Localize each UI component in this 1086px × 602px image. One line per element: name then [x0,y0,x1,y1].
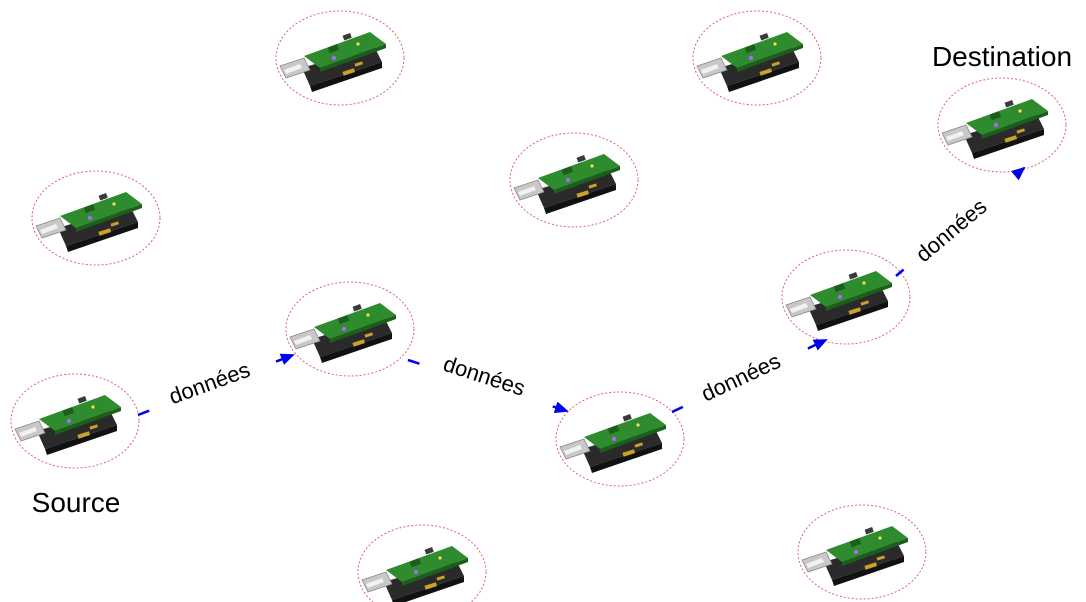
node-hop-1 [285,281,415,377]
node-idle [357,524,487,602]
node-hop-3 [781,249,911,345]
sensor-mote-icon [509,132,639,228]
sensor-mote-icon [692,10,822,106]
sensor-mote-icon [937,77,1067,173]
link-source-hop1: données [137,353,295,417]
source-label: Source [32,487,121,518]
sensor-mote-icon [10,373,140,469]
link-hop3-dest: données [895,166,1026,277]
sensor-mote-icon [31,170,161,266]
sensor-mote-icon [797,504,927,600]
node-destination [937,77,1067,173]
node-idle [692,10,822,106]
link-label: données [440,351,528,401]
link-label: données [697,348,784,406]
node-idle [797,504,927,600]
sensor-mote-icon [275,10,405,106]
sensor-mote-icon [285,281,415,377]
link-hop1-hop2: données [407,351,569,414]
node-idle [275,10,405,106]
node-hop-2 [555,391,685,487]
link-hop2-hop3: données [671,338,828,414]
link-label: données [911,194,992,267]
node-idle [31,170,161,266]
node-source [10,373,140,469]
destination-label: Destination [932,41,1072,72]
sensor-mote-icon [781,249,911,345]
node-idle [509,132,639,228]
sensor-mote-icon [357,524,487,602]
link-label: données [165,357,253,409]
sensor-mote-icon [555,391,685,487]
